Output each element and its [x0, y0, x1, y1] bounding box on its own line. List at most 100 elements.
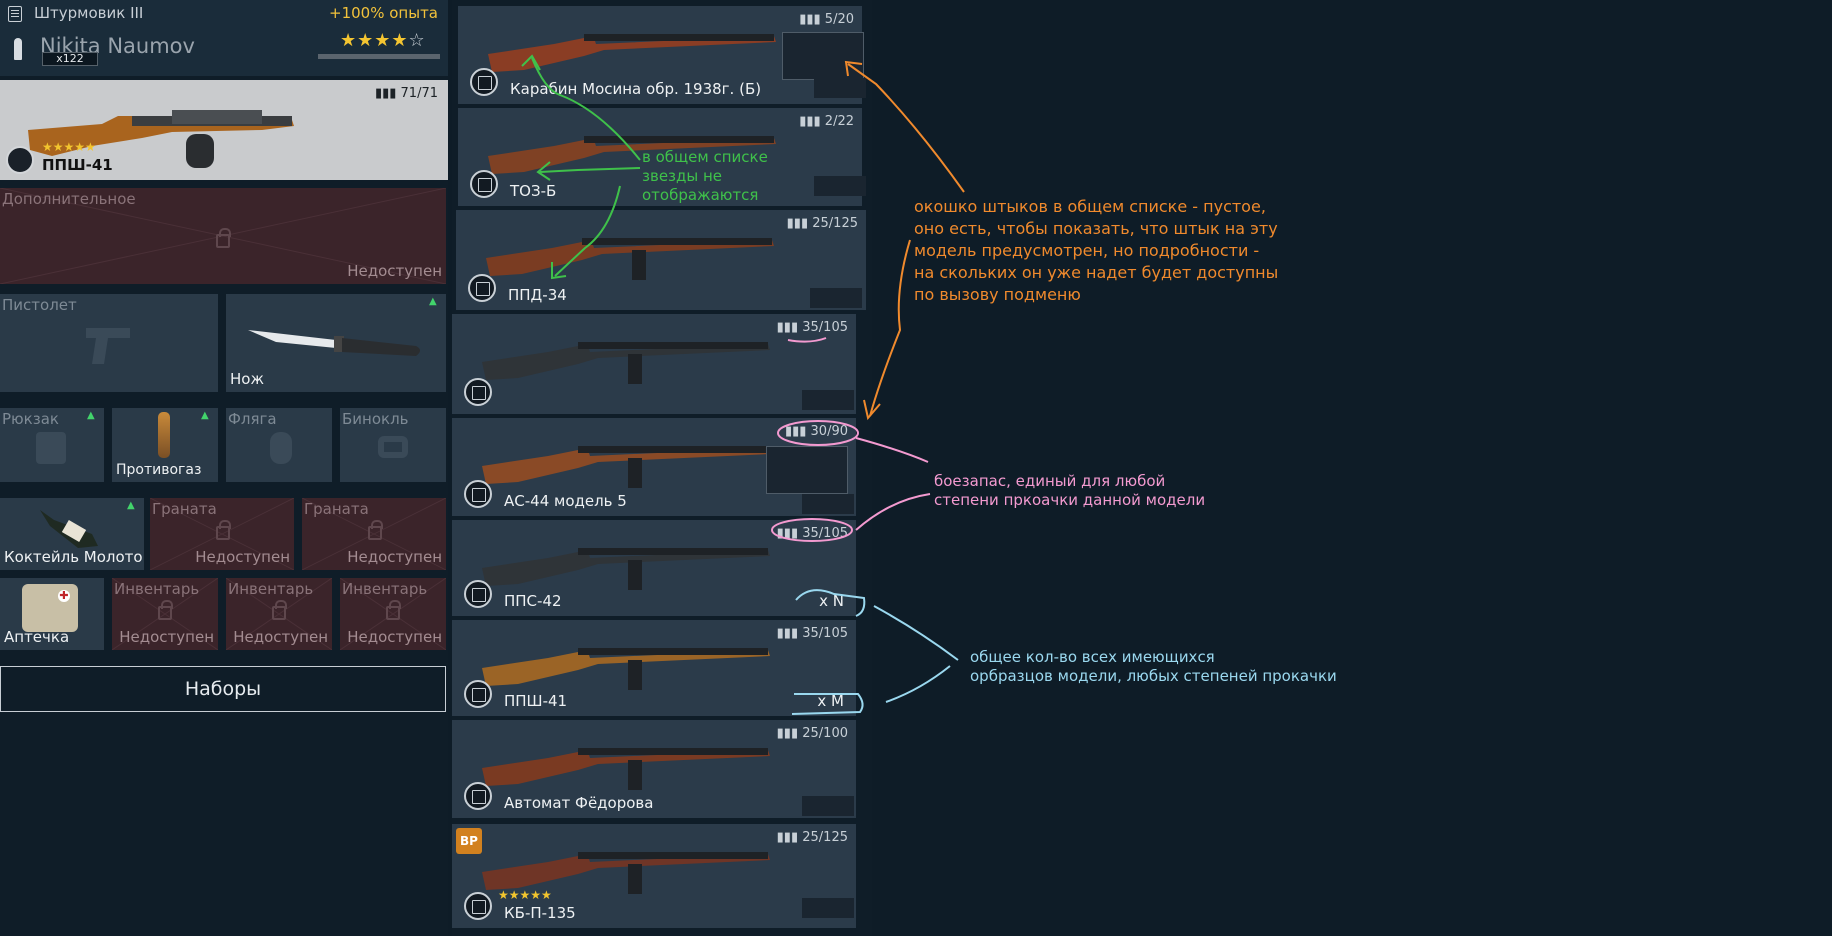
- weapon-name: ППШ-41: [504, 692, 568, 710]
- weapon-name: КБ-П-135: [504, 904, 576, 922]
- slot-label: Противогаз: [116, 462, 202, 478]
- slot-label: Аптечка: [4, 628, 70, 646]
- upgrade-available-icon: [200, 410, 214, 424]
- flask-icon: [270, 432, 292, 464]
- weapon-name: Карабин Мосина обр. 1938г. (Б): [510, 80, 762, 98]
- weapon-image: [482, 342, 770, 384]
- bayonet-slot[interactable]: [814, 176, 866, 196]
- weapon-ammo: ▮▮▮ 35/105: [776, 626, 848, 641]
- annotation-line: на скольких он уже надет будет доступны: [914, 263, 1279, 282]
- red-cross-icon: ✚: [58, 589, 70, 602]
- flask-slot[interactable]: Фляга: [226, 408, 332, 482]
- weapon-ammo: ▮▮▮ 35/105: [776, 320, 848, 335]
- knife-image: [248, 330, 420, 356]
- smg-class-icon: [6, 146, 34, 174]
- pistol-slot[interactable]: Пистолет: [0, 294, 218, 392]
- knife-slot[interactable]: Нож: [226, 294, 446, 392]
- bayonet-slot[interactable]: [766, 446, 848, 494]
- weapon-image: [486, 238, 774, 280]
- annotation-line: боезапас, единый для любой: [934, 472, 1166, 490]
- slot-label: Инвентарь: [228, 580, 314, 598]
- grenade-slot-2[interactable]: Граната Недоступен: [302, 498, 446, 570]
- locked-cross: [150, 498, 294, 570]
- soldier-stars: ★★★★☆: [340, 30, 426, 51]
- green-annotation: в общем списке звезды не отображаются: [642, 148, 768, 205]
- blue-line: [885, 665, 951, 703]
- bayonet-slot[interactable]: [802, 796, 854, 816]
- orange-annotation: окошко штыков в общем списке - пустое, о…: [914, 196, 1278, 306]
- lock-icon: [368, 520, 383, 540]
- player-level: x122: [42, 52, 98, 66]
- bayonet-slot[interactable]: [814, 78, 866, 98]
- primary-stars: ★★★★★: [42, 140, 96, 154]
- pink-annotation: боезапас, единый для любой степени пркоа…: [934, 472, 1205, 510]
- blue-line: [873, 605, 959, 661]
- primary-weapon-name: ППШ-41: [42, 156, 113, 174]
- molotov-image: [40, 510, 98, 548]
- weapon-image: [482, 852, 770, 894]
- medkit-image: ✚: [22, 584, 78, 632]
- star-icons: ★★★★: [340, 30, 409, 51]
- binoculars-icon: [378, 436, 408, 458]
- bayonet-slot[interactable]: [802, 494, 854, 514]
- rank-icon: [8, 6, 22, 22]
- locked-cross: [302, 498, 446, 570]
- weapon-class-icon: [470, 170, 498, 198]
- primary-weapon-slot[interactable]: ▮▮▮ 71/71 ★★★★★ ППШ-41: [0, 80, 448, 180]
- bayonet-slot[interactable]: [802, 898, 854, 918]
- inventory-slot-3[interactable]: Инвентарь Недоступен: [340, 578, 446, 650]
- bayonet-slot[interactable]: [782, 32, 864, 80]
- weapon-class-icon: [464, 680, 492, 708]
- slot-status: Недоступен: [119, 628, 214, 646]
- slot-status: Недоступен: [195, 548, 290, 566]
- xp-progress-bar: [318, 54, 440, 59]
- lock-icon: [216, 228, 231, 248]
- secondary-weapon-slot[interactable]: Дополнительное Недоступен: [0, 188, 446, 284]
- weapon-count: x N: [819, 592, 844, 610]
- weapon-name: ППС-42: [504, 592, 562, 610]
- slot-label: Фляга: [228, 410, 277, 428]
- gasmask-slot[interactable]: Противогаз: [112, 408, 218, 482]
- weapon-ammo: ▮▮▮ 5/20: [799, 12, 854, 27]
- weapon-ammo: ▮▮▮ 25/100: [776, 726, 848, 741]
- binoculars-slot[interactable]: Бинокль: [340, 408, 446, 482]
- bullet-icon: [14, 38, 22, 60]
- weapon-image: [482, 548, 770, 590]
- inventory-slot-1[interactable]: Инвентарь Недоступен: [112, 578, 218, 650]
- molotov-slot[interactable]: Коктейль Молото: [0, 498, 144, 570]
- annotation-line: общее кол-во всех имеющихся: [970, 648, 1215, 666]
- slot-label: Нож: [230, 370, 264, 388]
- lock-icon: [216, 520, 231, 540]
- annotation-line: степени пркоачки данной модели: [934, 491, 1206, 509]
- slot-label: Бинокль: [342, 410, 409, 428]
- bayonet-slot[interactable]: [810, 288, 862, 308]
- inventory-slot-2[interactable]: Инвентарь Недоступен: [226, 578, 332, 650]
- weapon-count: x M: [817, 692, 844, 710]
- weapon-ammo: ▮▮▮ 25/125: [786, 216, 858, 231]
- backpack-slot[interactable]: Рюкзак: [0, 408, 104, 482]
- weapon-name: АС-44 модель 5: [504, 492, 627, 510]
- upgrade-available-icon: [86, 410, 100, 424]
- weapon-stars: ★★★★★: [498, 888, 552, 902]
- pistol-icon: [86, 328, 130, 364]
- weapon-row[interactable]: ▮▮▮ 35/105: [452, 314, 856, 414]
- slot-status: Недоступен: [233, 628, 328, 646]
- primary-ammo: ▮▮▮ 71/71: [374, 86, 438, 101]
- xp-bonus: +100% опыта: [329, 4, 438, 22]
- annotation-line: орбразцов модели, любых степеней прокачк…: [970, 667, 1337, 685]
- bayonet-slot[interactable]: [802, 390, 854, 410]
- soldier-rank: Штурмовик III: [34, 4, 144, 22]
- grenade-slot-1[interactable]: Граната Недоступен: [150, 498, 294, 570]
- slot-status: Недоступен: [347, 628, 442, 646]
- weapon-image: [482, 446, 770, 488]
- upgrade-available-icon: [428, 296, 442, 310]
- battle-pass-badge: BP: [456, 828, 482, 854]
- medkit-slot[interactable]: ✚ Аптечка: [0, 578, 104, 650]
- sets-button[interactable]: Наборы: [0, 666, 446, 712]
